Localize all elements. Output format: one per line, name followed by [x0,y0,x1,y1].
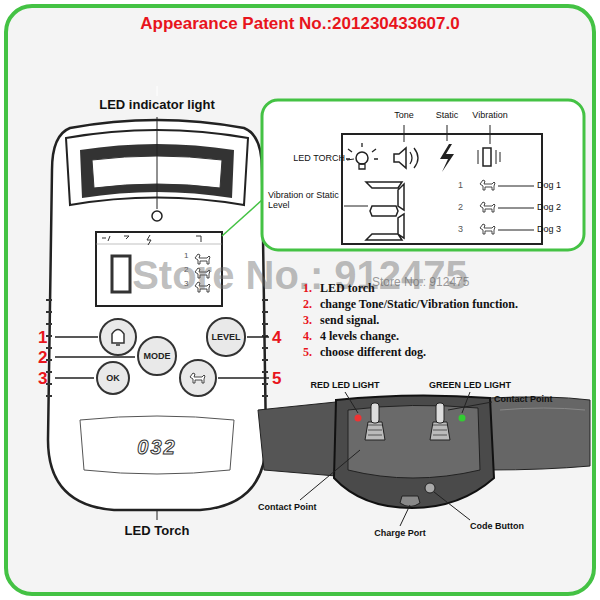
lcd-digit: 2 [458,202,463,212]
watermark: Store No.: 912475 [132,252,468,298]
dog-label: Dog 1 [537,180,561,190]
model-number: 032 [137,436,176,459]
list-number: 4. [303,330,312,344]
callout-number: 1 [38,328,47,348]
list-text: change Tone/Static/Vibration function. [320,298,518,312]
lcd-digit: 1 [458,180,463,190]
part-label: Charge Port [374,528,426,538]
list-number: 3. [303,314,312,328]
callout-number: 2 [38,348,47,368]
icon-label: Vibration or Static Level [268,190,340,211]
icon-label: Vibration [472,110,507,120]
button-label: LEVEL [211,332,240,342]
dog-label: Dog 2 [537,202,561,212]
part-label: LED indicator light [99,98,215,113]
button-label: MODE [144,351,171,361]
collar [258,392,590,526]
callout-number: 4 [272,328,281,348]
title: Appearance Patent No.:201230433607.0 [140,14,459,34]
list-text: 4 levels change. [320,330,399,344]
part-label: GREEN LED LIGHT [429,380,511,390]
button: OK [96,361,130,395]
icon-label: Tone [394,110,414,120]
lcd-digit: 3 [458,224,463,234]
part-label: Contact Point [494,394,553,404]
list-text: LED torch [320,282,375,296]
callout-number: 3 [38,369,47,389]
dog-label: Dog 3 [537,224,561,234]
list-number: 1. [303,282,312,296]
part-label: RED LED LIGHT [311,380,380,390]
list-number: 5. [303,346,312,360]
list-text: choose different dog. [320,346,426,360]
icon-label: LED TORCH [293,153,345,163]
remote [46,86,269,520]
icon-label: Static [436,110,459,120]
part-label: Contact Point [258,502,317,512]
watermark: Store No.: 912475 [372,276,469,290]
button-label: OK [106,373,120,383]
callout-number: 5 [272,369,281,389]
list-number: 2. [303,298,312,312]
part-label: LED Torch [125,524,190,539]
button: MODE [137,336,177,376]
lcd-zoom [262,100,584,250]
button: LEVEL [206,317,245,356]
list-text: send signal. [320,314,379,328]
part-label: Code Button [470,521,524,531]
frame [6,6,594,594]
